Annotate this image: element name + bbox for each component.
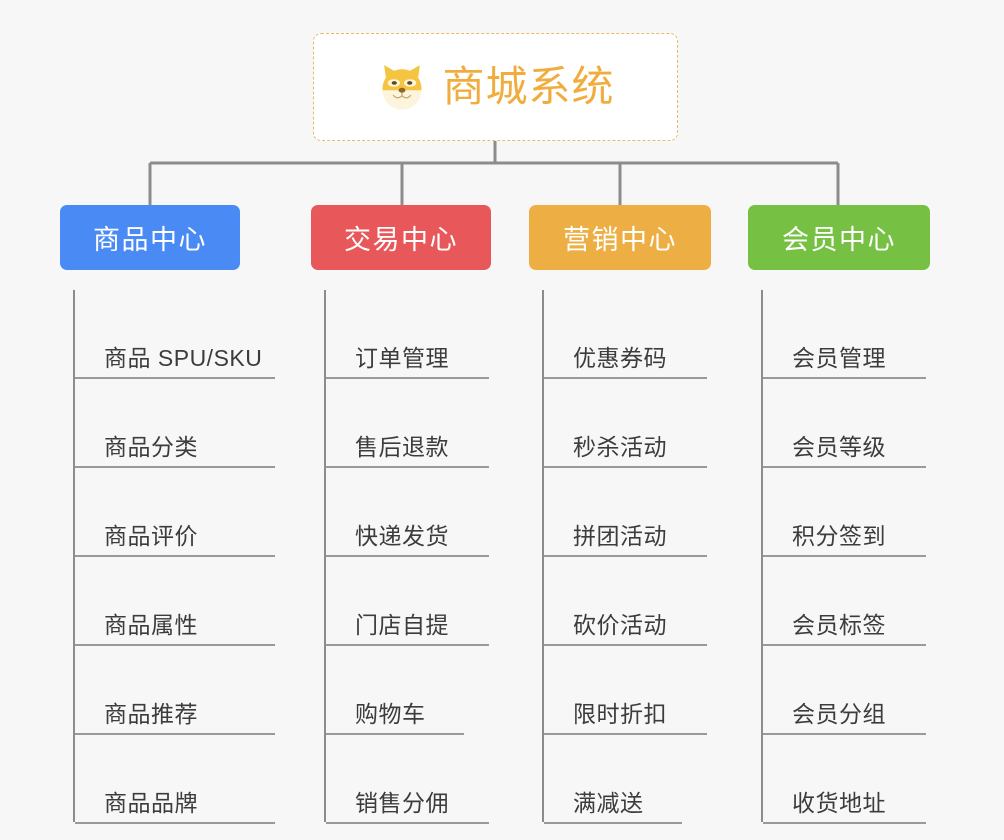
leaf-label: 快递发货 — [355, 523, 449, 550]
leaf-item[interactable]: 会员等级 — [762, 379, 930, 468]
leaf-item[interactable]: 商品品牌 — [74, 735, 276, 824]
branch-header-marketing-center[interactable]: 营销中心 — [529, 205, 711, 270]
leaf-label: 砍价活动 — [573, 612, 667, 639]
leaf-list-trade-center: 订单管理 售后退款 快递发货 门店自提 购物车 销售分佣 — [311, 290, 491, 824]
leaf-label: 商品 SPU/SKU — [104, 345, 263, 372]
leaf-label: 商品品牌 — [104, 790, 198, 817]
leaf-label: 销售分佣 — [355, 790, 449, 817]
leaf-item[interactable]: 会员标签 — [762, 557, 930, 646]
leaf-item[interactable]: 限时折扣 — [543, 646, 711, 735]
leaf-list-member-center: 会员管理 会员等级 积分签到 会员标签 会员分组 收货地址 — [748, 290, 930, 824]
leaf-item[interactable]: 商品属性 — [74, 557, 276, 646]
root-title: 商城系统 — [442, 63, 615, 110]
leaf-item[interactable]: 售后退款 — [325, 379, 491, 468]
leaf-item[interactable]: 会员分组 — [762, 646, 930, 735]
leaf-label: 订单管理 — [355, 345, 449, 372]
leaf-label: 会员标签 — [792, 612, 886, 639]
leaf-item[interactable]: 商品 SPU/SKU — [74, 290, 276, 379]
leaf-item[interactable]: 销售分佣 — [325, 735, 491, 824]
branch-column-member-center: 会员中心 会员管理 会员等级 积分签到 会员标签 会员分组 收货地址 — [748, 205, 930, 824]
branch-header-trade-center[interactable]: 交易中心 — [311, 205, 491, 270]
leaf-label: 售后退款 — [355, 434, 449, 461]
leaf-label: 购物车 — [355, 701, 426, 728]
leaf-item[interactable]: 订单管理 — [325, 290, 491, 379]
leaf-label: 会员分组 — [792, 701, 886, 728]
branch-header-member-center[interactable]: 会员中心 — [748, 205, 930, 270]
leaf-item[interactable]: 商品评价 — [74, 468, 276, 557]
leaf-item[interactable]: 商品分类 — [74, 379, 276, 468]
branch-header-product-center[interactable]: 商品中心 — [60, 205, 240, 270]
leaf-item[interactable]: 积分签到 — [762, 468, 930, 557]
leaf-item[interactable]: 优惠券码 — [543, 290, 711, 379]
leaf-item[interactable]: 会员管理 — [762, 290, 930, 379]
shiba-dog-face-icon — [382, 65, 422, 110]
leaf-list-product-center: 商品 SPU/SKU 商品分类 商品评价 商品属性 商品推荐 商品品牌 — [60, 290, 276, 824]
branch-column-trade-center: 交易中心 订单管理 售后退款 快递发货 门店自提 购物车 销售分佣 — [311, 205, 491, 824]
root-node[interactable]: 商城系统 — [313, 33, 678, 141]
leaf-item[interactable]: 商品推荐 — [74, 646, 276, 735]
leaf-item[interactable]: 砍价活动 — [543, 557, 711, 646]
leaf-label: 商品推荐 — [104, 701, 198, 728]
branch-column-product-center: 商品中心 商品 SPU/SKU 商品分类 商品评价 商品属性 商品推荐 商品品牌 — [60, 205, 276, 824]
leaf-label: 会员等级 — [792, 434, 886, 461]
leaf-label: 优惠券码 — [573, 345, 667, 372]
leaf-item[interactable]: 拼团活动 — [543, 468, 711, 557]
leaf-label: 收货地址 — [792, 790, 886, 817]
leaf-label: 拼团活动 — [573, 523, 667, 550]
leaf-label: 积分签到 — [792, 523, 886, 550]
leaf-item[interactable]: 快递发货 — [325, 468, 491, 557]
leaf-label: 会员管理 — [792, 345, 886, 372]
leaf-label: 商品评价 — [104, 523, 198, 550]
leaf-label: 满减送 — [573, 790, 644, 817]
leaf-label: 门店自提 — [355, 612, 449, 639]
leaf-label: 商品属性 — [104, 612, 198, 639]
leaf-label: 秒杀活动 — [573, 434, 667, 461]
leaf-item[interactable]: 满减送 — [543, 735, 711, 824]
leaf-item[interactable]: 购物车 — [325, 646, 491, 735]
leaf-list-marketing-center: 优惠券码 秒杀活动 拼团活动 砍价活动 限时折扣 满减送 — [529, 290, 711, 824]
leaf-label: 商品分类 — [104, 434, 198, 461]
branch-column-marketing-center: 营销中心 优惠券码 秒杀活动 拼团活动 砍价活动 限时折扣 满减送 — [529, 205, 711, 824]
leaf-item[interactable]: 秒杀活动 — [543, 379, 711, 468]
leaf-item[interactable]: 收货地址 — [762, 735, 930, 824]
leaf-item[interactable]: 门店自提 — [325, 557, 491, 646]
leaf-label: 限时折扣 — [573, 701, 667, 728]
